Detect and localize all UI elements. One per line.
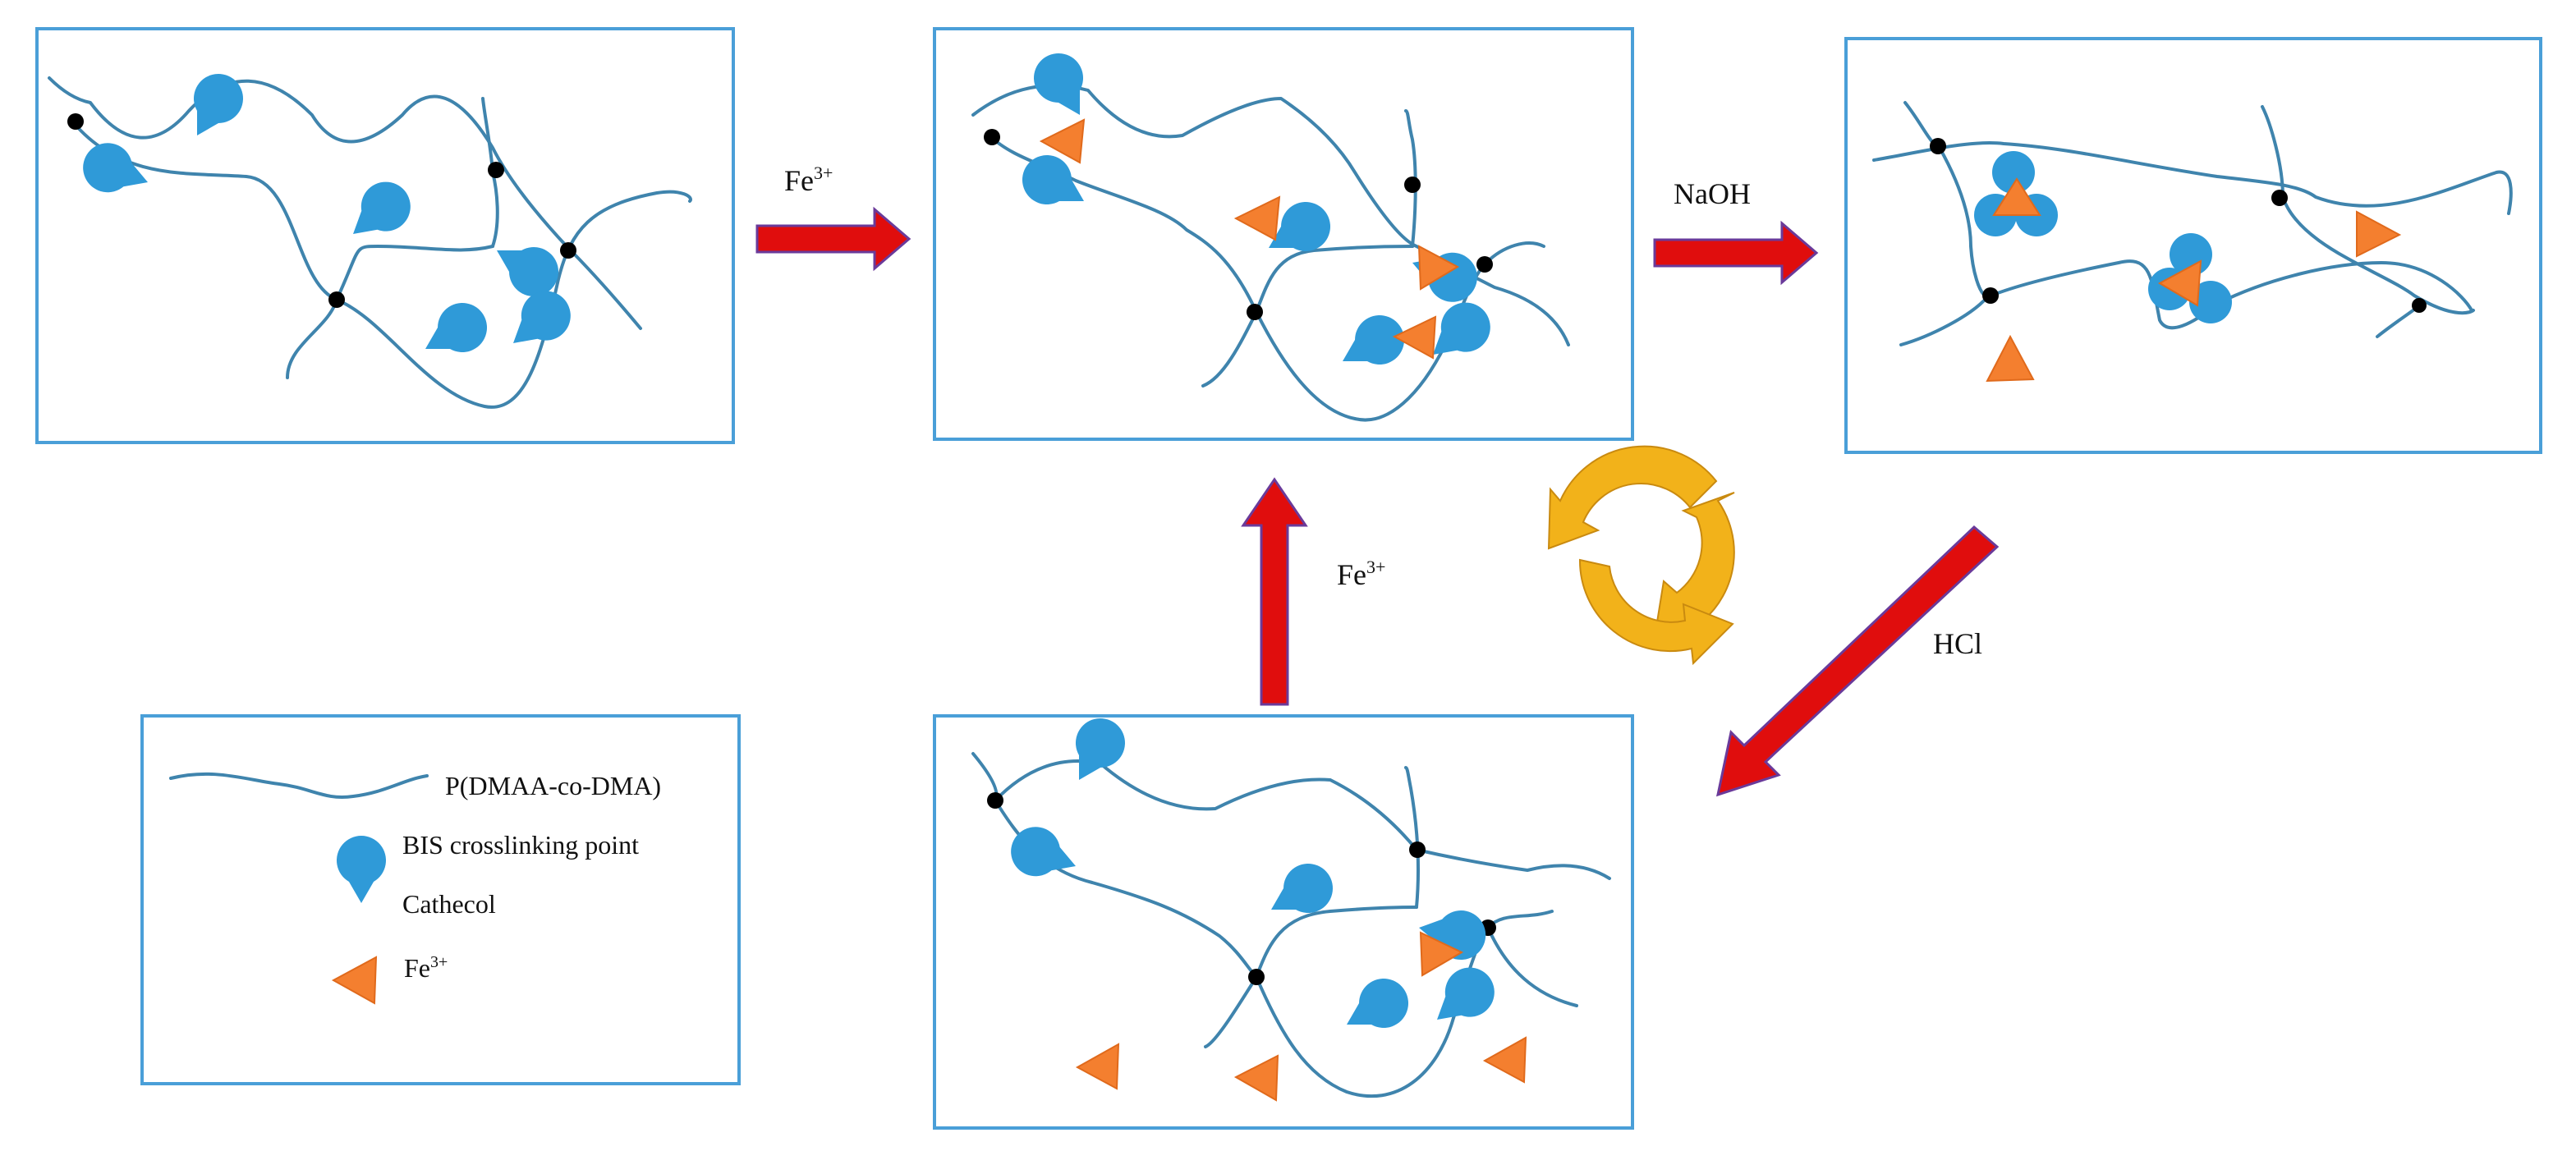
catechol-icon xyxy=(2170,233,2212,276)
crosslink-point xyxy=(987,792,1003,809)
crosslink-point xyxy=(67,113,84,130)
legend-item-polymer: P(DMAA-co-DMA) xyxy=(169,771,661,800)
panel-network-tris-complex xyxy=(1844,37,2542,454)
panel-network-with-fe xyxy=(933,27,1634,441)
crosslink-point xyxy=(1930,138,1946,154)
cycle-icon xyxy=(1547,445,1735,666)
fe-ion-icon xyxy=(1417,245,1460,291)
crosslink-points xyxy=(984,129,1493,320)
crosslink-points xyxy=(67,113,576,308)
crosslink-points xyxy=(1930,138,2427,313)
fe-ion-icon xyxy=(2157,259,2202,307)
legend-item-catechol: Cathecol xyxy=(337,836,496,919)
fe-ions xyxy=(1039,118,1460,360)
fe-ions xyxy=(1075,931,1527,1102)
arrow-hcl: HCl xyxy=(1715,525,2000,797)
crosslink-point xyxy=(2271,190,2288,206)
legend-label-fe: Fe3+ xyxy=(404,953,448,983)
panel-frame xyxy=(933,714,1634,1130)
fe-ion-icon xyxy=(1075,1043,1120,1090)
arrow-readd-fe: Fe3+ xyxy=(1241,477,1385,706)
fe-ion-icon xyxy=(1482,1036,1527,1084)
reaction-arrow xyxy=(1715,525,2000,797)
arrow-label-fe: Fe3+ xyxy=(784,163,833,197)
legend-label-polymer: P(DMAA-co-DMA) xyxy=(445,771,661,800)
legend-label-crosslink: BIS crosslinking point xyxy=(402,830,639,860)
crosslink-point xyxy=(1409,841,1426,858)
fe-ion-icon xyxy=(1986,334,2035,383)
fe-ion-icon xyxy=(1419,931,1464,977)
crosslink-point xyxy=(984,129,1000,145)
panel-frame xyxy=(35,27,735,444)
reaction-arrow xyxy=(1241,477,1308,706)
polymer-chain-icon xyxy=(169,772,429,799)
crosslink-point xyxy=(1476,256,1493,273)
crosslink-point xyxy=(1404,177,1421,193)
arrow-label-naoh: NaOH xyxy=(1674,177,1751,210)
legend-item-fe: Fe3+ xyxy=(331,953,448,1005)
panel-network-initial xyxy=(35,27,735,444)
crosslink-point xyxy=(560,242,576,259)
arrow-label-fe-up: Fe3+ xyxy=(1337,557,1385,591)
tris-catechol-fe-complex xyxy=(1974,151,2058,236)
legend-label-catechol: Cathecol xyxy=(402,889,496,919)
crosslink-point xyxy=(1982,287,1999,304)
reaction-arrow xyxy=(1653,220,1819,286)
tris-catechol-fe-complex xyxy=(2148,233,2232,323)
arrow-label-hcl: HCl xyxy=(1933,627,1982,660)
fe-ion-icon xyxy=(1233,195,1281,241)
reaction-arrow xyxy=(755,206,911,272)
fe-ion-icon xyxy=(1039,118,1086,164)
fe-ion-icon xyxy=(1233,1054,1279,1102)
fe-ion-icon xyxy=(1392,315,1437,360)
crosslink-point xyxy=(488,162,504,178)
fe-ion-icon xyxy=(331,956,378,1005)
catechol-icon xyxy=(1992,151,2035,194)
crosslink-point xyxy=(2412,298,2427,313)
fe-ion-icon xyxy=(1992,177,2041,216)
crosslink-point xyxy=(1248,969,1265,985)
crosslink-points xyxy=(987,792,1496,985)
legend: P(DMAA-co-DMA) BIS crosslinking point Ca… xyxy=(140,714,741,1085)
cycle-arrow xyxy=(1578,558,1734,666)
cycle-arrow xyxy=(1547,445,1718,550)
fe-ion-icon xyxy=(2356,210,2402,258)
panel-network-acid-released xyxy=(933,709,1634,1130)
arrow-naoh: NaOH xyxy=(1653,177,1819,286)
crosslink-point xyxy=(328,291,345,308)
catechol-icon xyxy=(2189,281,2232,323)
crosslink-point xyxy=(1247,304,1263,320)
arrow-add-fe: Fe3+ xyxy=(755,163,911,272)
fe-ions xyxy=(1986,210,2402,383)
